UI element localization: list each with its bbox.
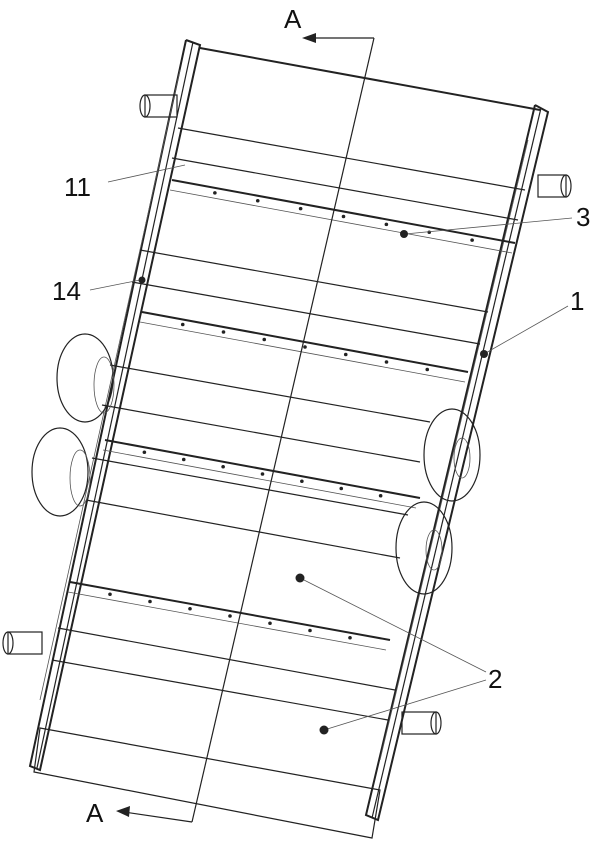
bolt — [188, 606, 192, 611]
cross-beam-2 — [139, 311, 469, 383]
top-edge — [199, 47, 541, 111]
section-label-bottom: A — [86, 798, 104, 828]
bolt — [300, 479, 304, 484]
bolt — [268, 621, 272, 626]
drum-right-upper — [423, 408, 481, 502]
bolt — [343, 352, 348, 357]
bolt-row — [108, 191, 474, 640]
roller-3-large — [101, 364, 431, 463]
shaft-stub-top-left — [139, 94, 178, 118]
bolt — [378, 493, 383, 498]
bolt — [308, 628, 312, 633]
cross-beam-4 — [67, 581, 391, 651]
callout-1: 1 — [570, 286, 584, 316]
bolt — [470, 238, 474, 242]
bolt — [348, 635, 352, 640]
drum-left-lower — [31, 427, 91, 517]
left-side-rail — [28, 39, 202, 772]
bolt — [425, 367, 430, 372]
leader-11 — [107, 164, 186, 183]
bolt — [427, 230, 432, 235]
callout-2: 2 — [488, 664, 502, 694]
bolt — [142, 450, 147, 455]
leader-3 — [400, 217, 573, 238]
bolt — [298, 206, 303, 211]
bolt — [255, 198, 260, 203]
bolt — [262, 337, 267, 342]
callout-14: 14 — [52, 276, 81, 306]
bolt — [221, 464, 225, 469]
callout-3: 3 — [576, 202, 590, 232]
bolt — [181, 457, 186, 462]
cross-beam-3 — [102, 439, 421, 509]
leader-2 — [295, 573, 487, 735]
bolt — [148, 599, 152, 604]
drum-right-lower — [395, 501, 453, 595]
leader-14 — [89, 276, 146, 291]
bolt — [384, 360, 389, 364]
roller-1 — [171, 127, 526, 221]
section-label-top: A — [284, 4, 302, 34]
bolt — [260, 472, 265, 476]
shaft-stub-top-right — [537, 174, 572, 198]
bolt — [108, 592, 112, 597]
bolt — [228, 614, 232, 618]
bottom-plate — [33, 727, 381, 839]
shaft-stub-bottom-left — [2, 631, 43, 655]
right-side-rail — [364, 104, 550, 822]
shaft-stub-bottom-right — [401, 711, 442, 735]
cross-beam-1 — [169, 179, 516, 254]
bolt — [341, 214, 346, 219]
bolt — [213, 191, 217, 195]
roller-2 — [131, 249, 489, 345]
bolt — [339, 486, 344, 491]
callout-11: 11 — [64, 172, 91, 202]
bolt — [180, 322, 185, 327]
bolt — [303, 345, 307, 349]
drum-left-upper — [56, 333, 115, 423]
roller-4-large — [85, 457, 409, 559]
bolt — [384, 222, 389, 227]
section-line-a-a — [116, 33, 375, 823]
leader-1 — [480, 305, 569, 358]
roller-5 — [51, 627, 396, 721]
bolt — [221, 330, 226, 334]
